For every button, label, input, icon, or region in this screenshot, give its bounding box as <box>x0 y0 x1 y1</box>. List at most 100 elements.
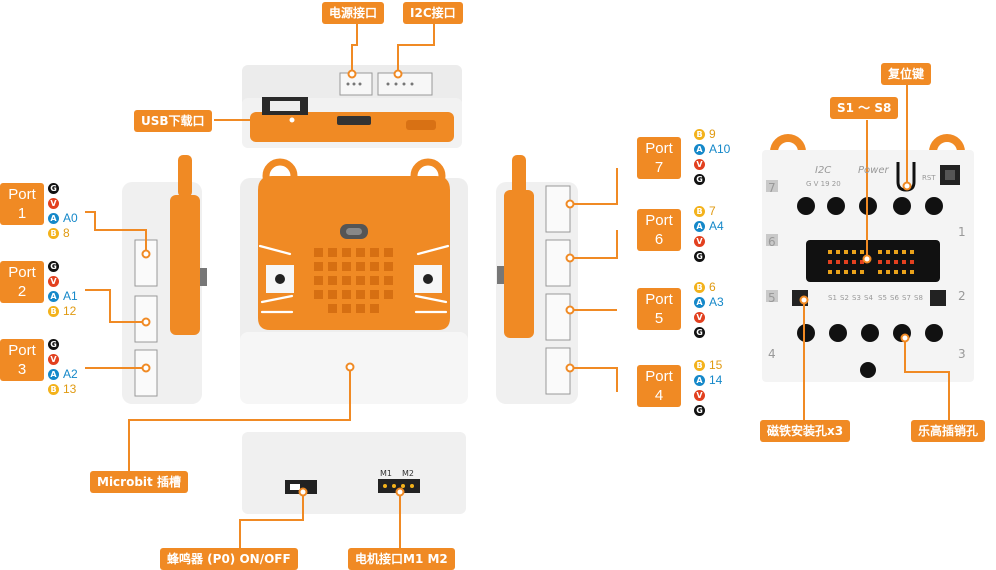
pin-label: A3 <box>709 295 724 309</box>
port-7-num: 7 <box>654 159 664 176</box>
top-view <box>242 65 462 148</box>
digital-icon: B <box>694 282 705 293</box>
pin-row: V <box>694 234 724 249</box>
pin-row: G <box>694 172 730 187</box>
port-2-num: 2 <box>17 283 27 300</box>
port-5-tag: Port 5 <box>637 288 681 330</box>
port-4-pins: B 15 A 14 V G <box>694 358 722 418</box>
port-4-name: Port <box>645 368 673 385</box>
pin-row: B 15 <box>694 358 722 373</box>
port-3-tag: Port 3 <box>0 339 44 381</box>
pin-label: 7 <box>709 204 716 218</box>
port-5-name: Port <box>645 291 673 308</box>
digital-icon: B <box>48 384 59 395</box>
pin-label: 9 <box>709 127 716 141</box>
pin-row: A A2 <box>48 367 78 382</box>
pcb-num-3: 3 <box>958 347 966 361</box>
port-6-name: Port <box>645 212 673 229</box>
pcb-s2: S2 <box>840 294 849 302</box>
right-side-view <box>496 155 578 404</box>
digital-icon: B <box>48 228 59 239</box>
digital-icon: B <box>694 360 705 371</box>
pin-label: 6 <box>709 280 716 294</box>
vcc-icon: V <box>694 159 705 170</box>
power-port-label: 电源接口 <box>322 2 385 24</box>
lego-holes-label: 乐高插销孔 <box>911 420 986 442</box>
ground-icon: G <box>694 251 705 262</box>
analog-icon: A <box>48 369 59 380</box>
pcb-s6: S6 <box>890 294 899 302</box>
port-7-name: Port <box>645 140 673 157</box>
pcb-s5: S5 <box>878 294 887 302</box>
reset-key-label: 复位键 <box>881 63 932 85</box>
pcb-num-1: 1 <box>958 225 966 239</box>
vcc-icon: V <box>48 198 59 209</box>
pin-row: G <box>48 181 78 196</box>
port-6-num: 6 <box>654 231 664 248</box>
pcb-s3: S3 <box>852 294 861 302</box>
digital-icon: B <box>694 206 705 217</box>
pcb-s1: S1 <box>828 294 837 302</box>
pin-label: A4 <box>709 219 724 233</box>
port-5-num: 5 <box>654 310 664 327</box>
port-4-num: 4 <box>654 387 664 404</box>
motor-m2-text: M2 <box>402 469 414 478</box>
pin-row: V <box>694 388 722 403</box>
pin-row: G <box>694 249 724 264</box>
pin-label: 14 <box>709 373 723 387</box>
pcb-num-6: 6 <box>768 235 776 249</box>
microbit-slot-label: Microbit 插槽 <box>90 471 188 493</box>
center-view <box>240 158 468 404</box>
ground-icon: G <box>48 339 59 350</box>
vcc-icon: V <box>48 354 59 365</box>
ground-icon: G <box>694 327 705 338</box>
analog-icon: A <box>48 213 59 224</box>
analog-icon: A <box>48 291 59 302</box>
digital-icon: B <box>48 306 59 317</box>
digital-icon: B <box>694 129 705 140</box>
port-1-name: Port <box>8 186 36 203</box>
pin-row: A A4 <box>694 219 724 234</box>
vcc-icon: V <box>694 390 705 401</box>
pin-label: 15 <box>709 358 723 372</box>
pcb-num-4: 4 <box>768 347 776 361</box>
pin-label: A2 <box>63 367 78 381</box>
pcb-gv1920-text: G V 19 20 <box>806 180 841 188</box>
leader-lines <box>85 22 950 548</box>
pin-label: 13 <box>63 382 77 396</box>
magnet-holes-label: 磁铁安装孔x3 <box>760 420 851 442</box>
analog-icon: A <box>694 221 705 232</box>
pin-label: A0 <box>63 211 78 225</box>
port-3-num: 3 <box>17 361 27 378</box>
pin-row: G <box>694 403 722 418</box>
pcb-num-7: 7 <box>768 181 776 195</box>
port-7-tag: Port 7 <box>637 137 681 179</box>
pcb-num-2: 2 <box>958 289 966 303</box>
pcb-s8: S8 <box>914 294 923 302</box>
pcb-s4: S4 <box>864 294 873 302</box>
buzzer-label: 蜂鸣器 (P0) ON/OFF <box>160 548 298 570</box>
bottom-view <box>242 432 466 514</box>
motor-m1-text: M1 <box>380 469 392 478</box>
pin-row: A A0 <box>48 211 78 226</box>
pin-row: V <box>48 352 78 367</box>
ground-icon: G <box>694 174 705 185</box>
pcb-s7: S7 <box>902 294 911 302</box>
motor-port-label: 电机接口M1 M2 <box>348 548 455 570</box>
pin-row: V <box>48 196 78 211</box>
port-3-name: Port <box>8 342 36 359</box>
analog-icon: A <box>694 375 705 386</box>
pin-row: V <box>48 274 78 289</box>
vcc-icon: V <box>694 312 705 323</box>
